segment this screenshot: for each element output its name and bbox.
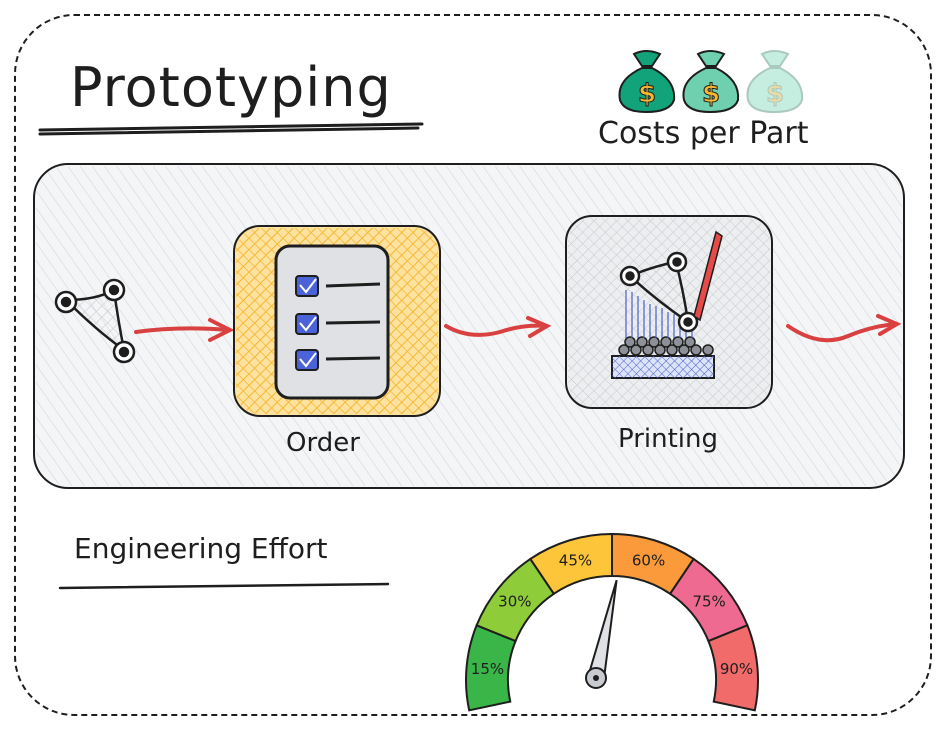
money-bag-icon-3: $ — [746, 50, 804, 114]
money-bags: $ $ $ — [618, 50, 804, 114]
step-label-order: Order — [286, 428, 360, 458]
arrow-3 — [786, 314, 902, 343]
arrow-2 — [444, 316, 552, 338]
order-box — [233, 225, 441, 417]
gauge-label-4: 60% — [632, 551, 665, 569]
costs-label: Costs per Part — [598, 116, 809, 151]
svg-text:$: $ — [766, 79, 784, 109]
printing-box — [565, 215, 773, 409]
gauge-label-2: 30% — [498, 592, 531, 610]
gauge-segment-6 — [707, 624, 759, 712]
part-icon — [54, 278, 136, 364]
title-underline — [38, 122, 424, 136]
svg-text:$: $ — [702, 79, 720, 109]
effort-gauge: 15% 30% 45% 60% 75% 90% — [465, 532, 759, 712]
gauge-label-1: 15% — [471, 660, 504, 678]
effort-underline — [58, 582, 390, 590]
effort-label: Engineering Effort — [74, 532, 328, 565]
checklist-icon — [274, 244, 390, 400]
step-label-printing: Printing — [618, 424, 719, 454]
gauge-label-6: 90% — [720, 660, 753, 678]
arrow-1 — [134, 318, 235, 342]
money-bag-icon-1: $ — [618, 50, 676, 114]
gauge-label-3: 45% — [559, 551, 592, 569]
page-title: Prototyping — [70, 56, 392, 119]
3d-printer-icon — [611, 230, 723, 379]
gauge-needle — [586, 579, 618, 681]
diagram-frame — [14, 14, 932, 716]
money-bag-icon-2: $ — [682, 50, 740, 114]
gauge-label-5: 75% — [692, 592, 725, 610]
gauge-hub-dot — [593, 675, 599, 681]
svg-text:$: $ — [638, 79, 656, 109]
